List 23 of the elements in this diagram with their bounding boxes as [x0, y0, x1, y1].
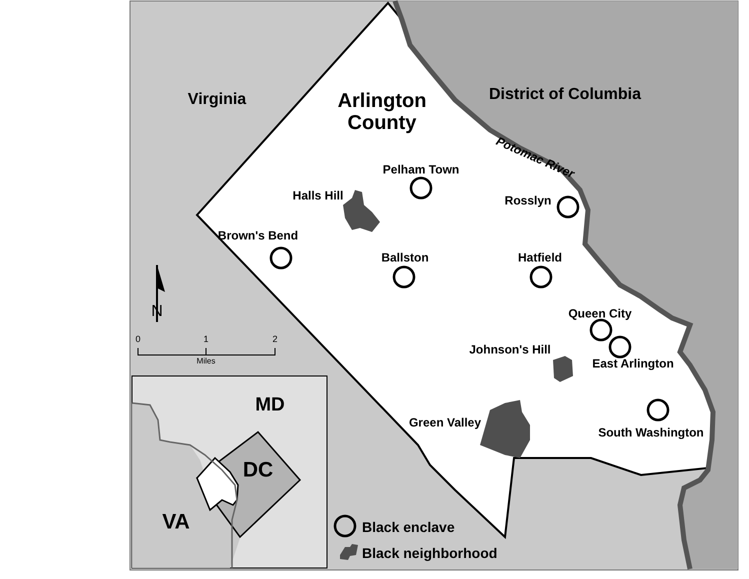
place-label: Brown's Bend: [218, 229, 298, 243]
place-label: Halls Hill: [292, 189, 344, 203]
place-label: Hatfield: [518, 251, 562, 265]
place-label: Rosslyn: [504, 194, 552, 208]
place-label: Pelham Town: [382, 163, 460, 177]
region-label: District of Columbia: [489, 86, 641, 104]
county-label: Arlington County: [336, 90, 428, 134]
scale-unit: Miles: [196, 358, 216, 366]
scale-number: 1: [204, 335, 208, 345]
scale-number: 0: [136, 335, 140, 345]
place-label: South Washington: [598, 426, 704, 440]
region-label: MD: [255, 396, 285, 416]
place-label: Green Valley: [408, 416, 482, 430]
place-label: Ballston: [381, 251, 429, 265]
region-label: DC: [242, 458, 274, 482]
region-label: Virginia: [188, 91, 246, 109]
scale-number: 2: [272, 335, 278, 345]
region-label: VA: [162, 510, 190, 534]
legend-text: Black neighborhood: [362, 545, 498, 561]
legend-text: Black enclave: [362, 519, 455, 535]
place-label: Queen City: [568, 307, 632, 321]
place-label: Johnson's Hill: [469, 343, 551, 357]
place-label: East Arlington: [592, 357, 674, 371]
